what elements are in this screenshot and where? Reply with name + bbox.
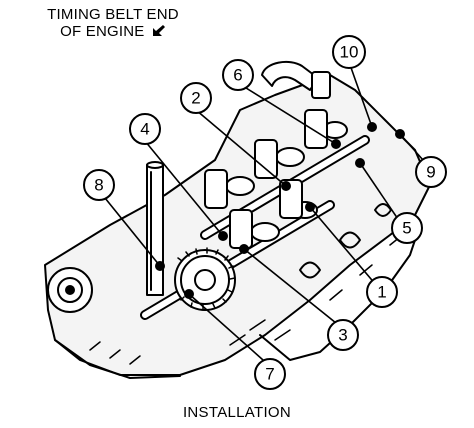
callout-6: 6 <box>222 59 254 91</box>
callout-9: 9 <box>415 156 447 188</box>
svg-text:4: 4 <box>140 120 149 139</box>
leader-lines <box>104 61 424 361</box>
callout-3: 3 <box>327 319 359 351</box>
svg-text:7: 7 <box>265 365 274 384</box>
svg-text:3: 3 <box>338 326 347 345</box>
header-label: TIMING BELT END OF ENGINE <box>8 6 218 40</box>
svg-text:2: 2 <box>191 89 200 108</box>
svg-text:9: 9 <box>426 163 435 182</box>
caption-installation: INSTALLATION <box>182 404 292 421</box>
header-line-1: TIMING BELT END <box>47 6 179 23</box>
svg-text:6: 6 <box>233 66 242 85</box>
callout-7: 7 <box>254 358 286 390</box>
svg-text:8: 8 <box>94 176 103 195</box>
callout-2: 2 <box>180 82 212 114</box>
callout-4: 4 <box>129 113 161 145</box>
svg-text:1: 1 <box>377 283 386 302</box>
callout-8: 8 <box>83 169 115 201</box>
header-line-2: OF ENGINE <box>60 23 145 40</box>
cylinder-head-drawing <box>44 60 431 379</box>
svg-text:10: 10 <box>340 43 359 62</box>
callout-1: 1 <box>366 276 398 308</box>
arrow-down-left-icon <box>152 25 165 36</box>
callout-10: 10 <box>332 35 366 69</box>
callouts: 1 2 3 4 5 6 7 <box>83 35 447 390</box>
callout-5: 5 <box>391 212 423 244</box>
svg-text:5: 5 <box>402 219 411 238</box>
